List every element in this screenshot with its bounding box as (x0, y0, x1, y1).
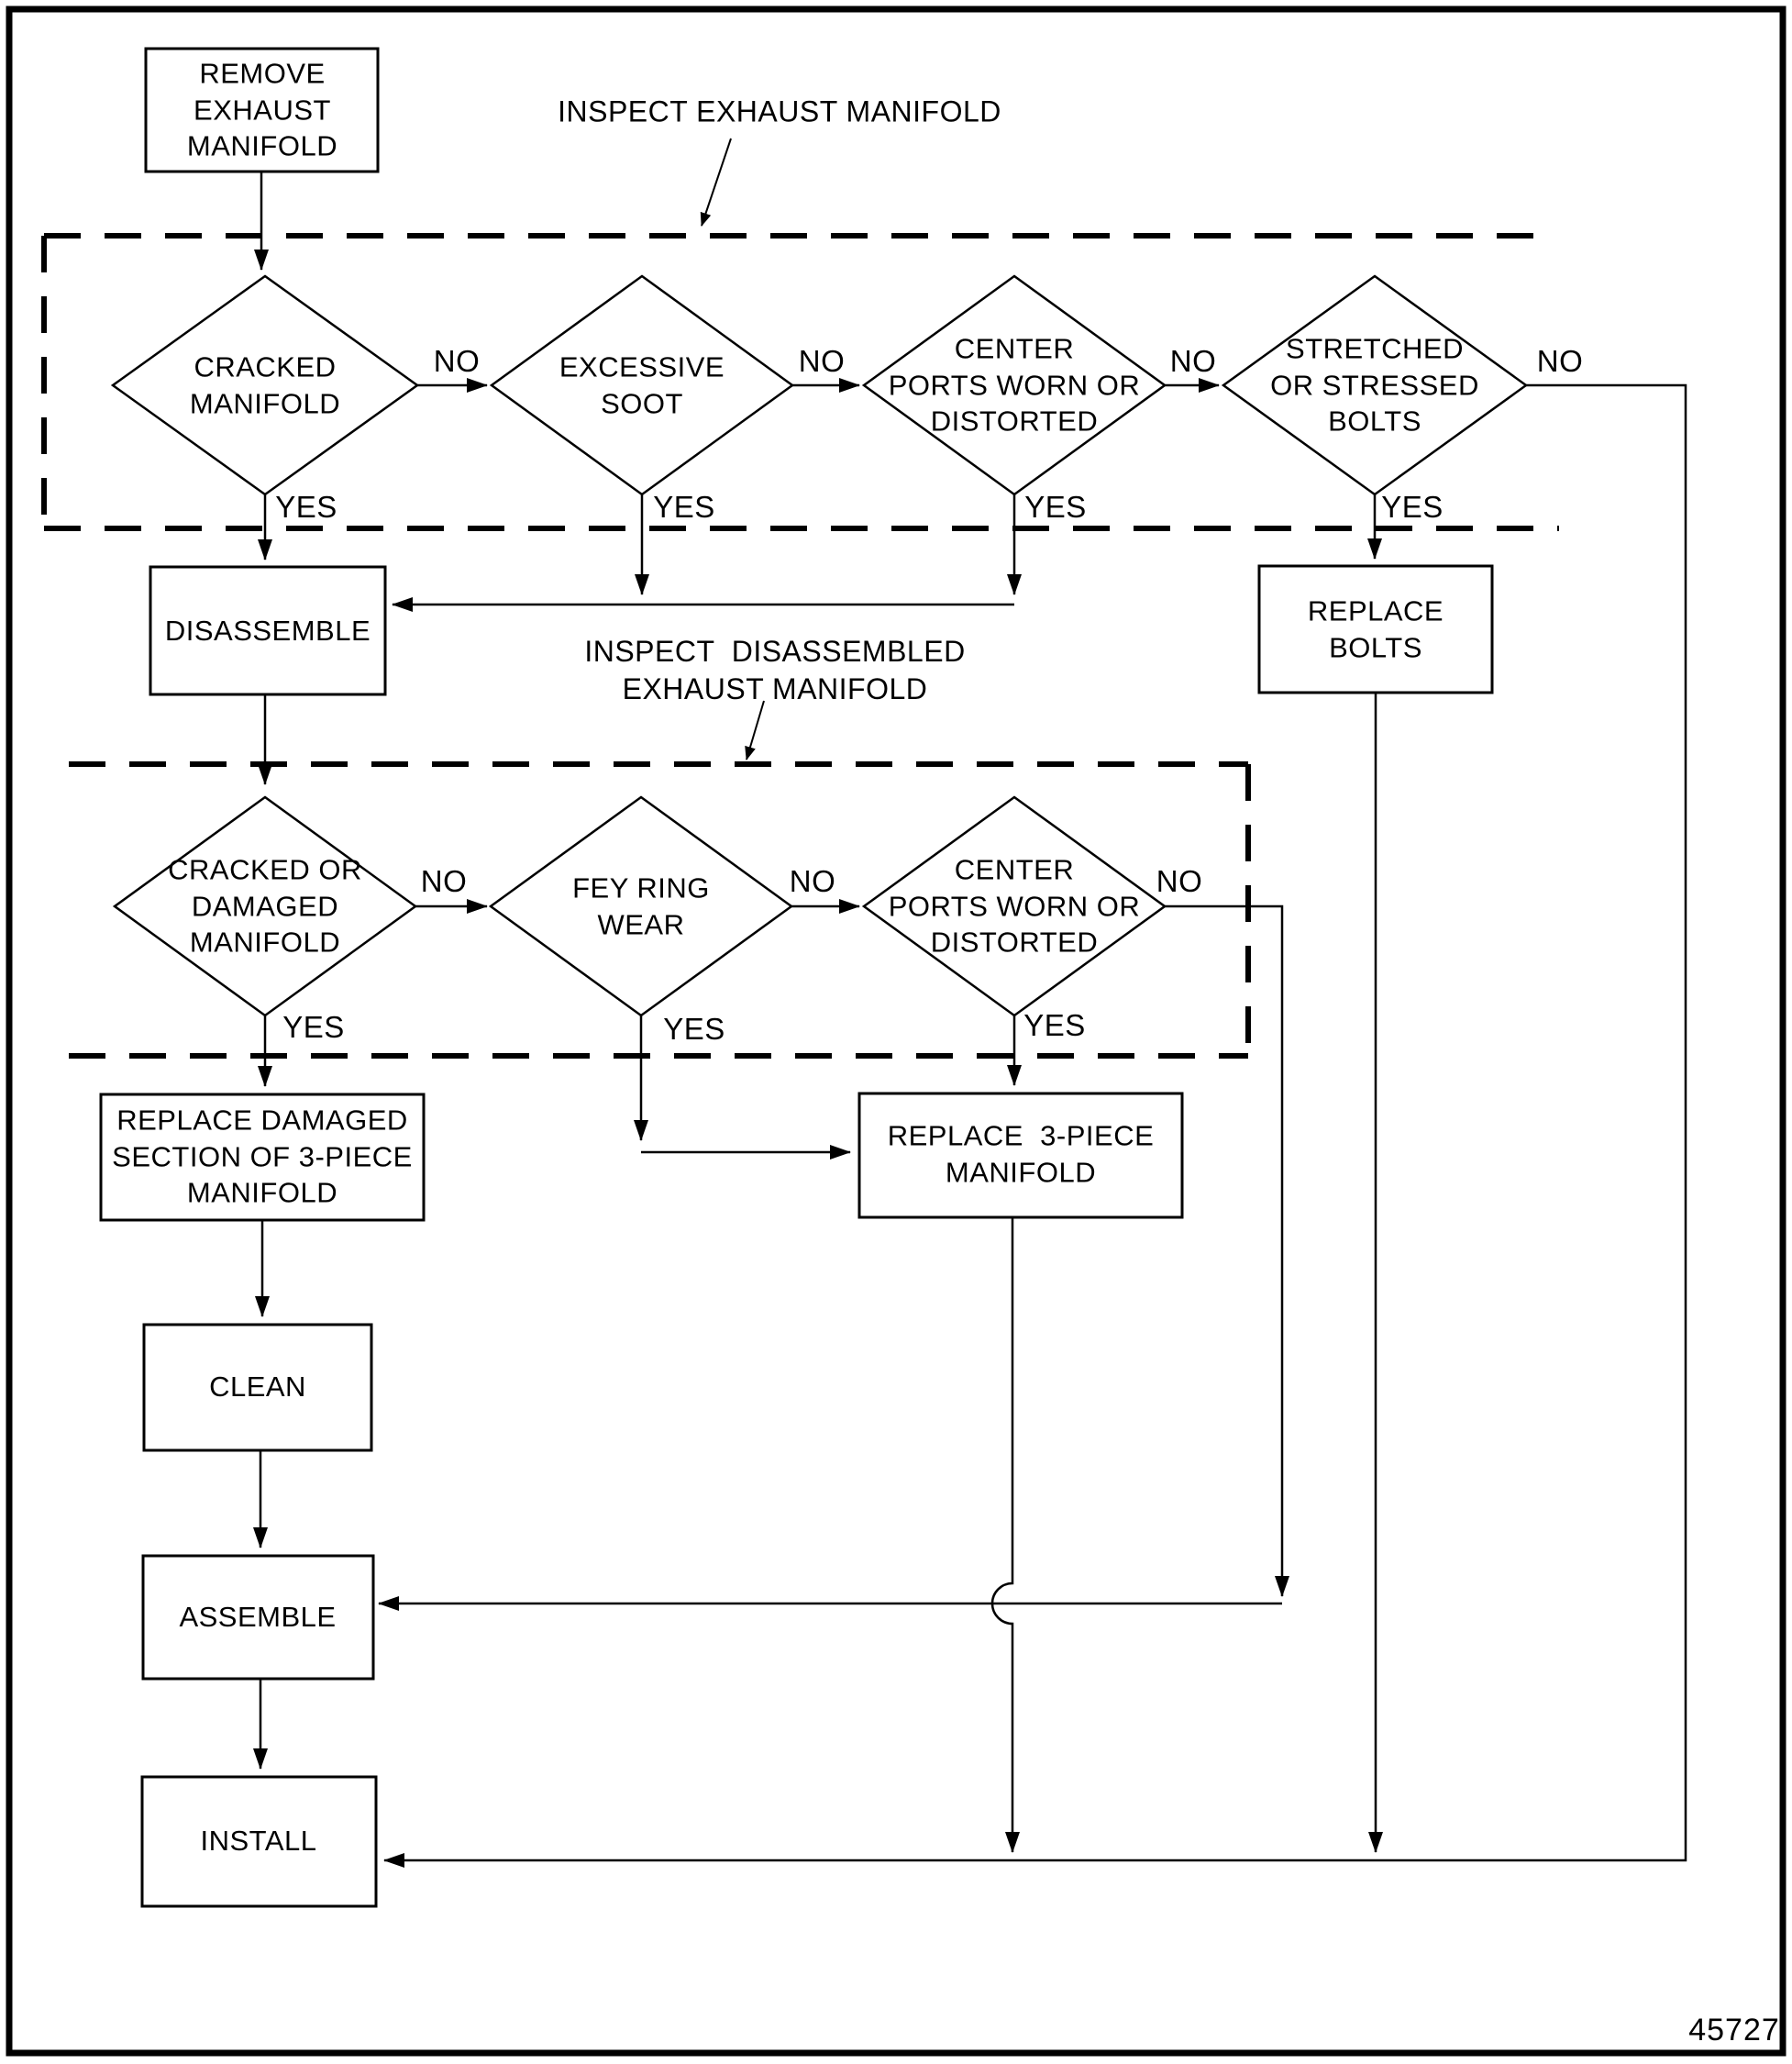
replace-damaged-box-outline (99, 1093, 426, 1222)
arrow-no-bolts-to-install (383, 383, 1687, 1868)
clean-box-outline (142, 1323, 373, 1452)
clean-box-label: CLEAN (209, 1370, 306, 1404)
install-box-label: INSTALL (200, 1825, 317, 1858)
disassemble-box-outline (149, 565, 387, 696)
process-boxes (99, 47, 1494, 1908)
arrow-replace3piece-to-install-line (990, 1217, 1020, 1853)
yes-label-2: YES (653, 489, 715, 524)
replace-bolts-box-label: REPLACE BOLTS (1307, 594, 1444, 663)
inspect-exhaust-annotation: INSPECT EXHAUST MANIFOLD (558, 94, 1001, 128)
decision-fey-ring-label: FEY RING WEAR (572, 871, 710, 940)
no-label-3: NO (1169, 343, 1217, 378)
replace-bolts-box-outline (1257, 564, 1494, 694)
decision-center-ports-2-label: CENTER PORTS WORN OR DISTORTED (888, 853, 1141, 959)
replace-damaged-box-label: REPLACE DAMAGED SECTION OF 3-PIECE MANIF… (112, 1104, 413, 1209)
install-box-outline (140, 1775, 378, 1908)
decision-diamonds (110, 274, 1529, 1017)
decision-cracked-damaged-label: CRACKED OR DAMAGED MANIFOLD (168, 853, 362, 959)
no-label-7: NO (1156, 863, 1203, 898)
no-label-6: NO (789, 863, 836, 898)
replace-3piece-box-label: REPLACE 3-PIECE MANIFOLD (887, 1119, 1155, 1188)
yes-label-4: YES (1381, 489, 1444, 524)
figure-number: 45727 (1688, 2013, 1780, 2048)
inspect-disassembled-annotation: INSPECT DISASSEMBLED EXHAUST MANIFOLD (584, 635, 966, 705)
no-label-2: NO (798, 343, 846, 378)
pointer-inspect-exhaust (700, 138, 732, 227)
decision-cracked-label: CRACKED MANIFOLD (189, 350, 341, 419)
replace-3piece-box-outline (857, 1092, 1184, 1219)
disassemble-box-label: DISASSEMBLE (164, 615, 371, 648)
connectors (253, 138, 1687, 1868)
yes-label-7: YES (1023, 1007, 1086, 1042)
remove-box-label: REMOVE EXHAUST MANIFOLD (186, 57, 338, 162)
yes-label-6: YES (663, 1011, 725, 1046)
yes-label-3: YES (1024, 489, 1087, 524)
arrow-no-centerports2-down (1165, 904, 1289, 1597)
remove-box-outline (144, 47, 380, 173)
pointer-inspect-disassembled (745, 700, 765, 760)
yes-label-1: YES (275, 489, 337, 524)
decision-center-ports-1-label: CENTER PORTS WORN OR DISTORTED (888, 332, 1141, 438)
no-label-1: NO (433, 343, 481, 378)
assemble-box-outline (141, 1554, 375, 1681)
decision-soot-label: EXCESSIVE SOOT (559, 350, 725, 419)
page-border (6, 6, 1786, 2057)
inspection-zone-1 (41, 233, 1559, 531)
no-label-4: NO (1536, 343, 1584, 378)
decision-bolts-label: STRETCHED OR STRESSED BOLTS (1270, 332, 1479, 438)
no-label-5: NO (420, 863, 468, 898)
assemble-box-label: ASSEMBLE (179, 1601, 337, 1634)
yes-label-5: YES (282, 1009, 345, 1044)
